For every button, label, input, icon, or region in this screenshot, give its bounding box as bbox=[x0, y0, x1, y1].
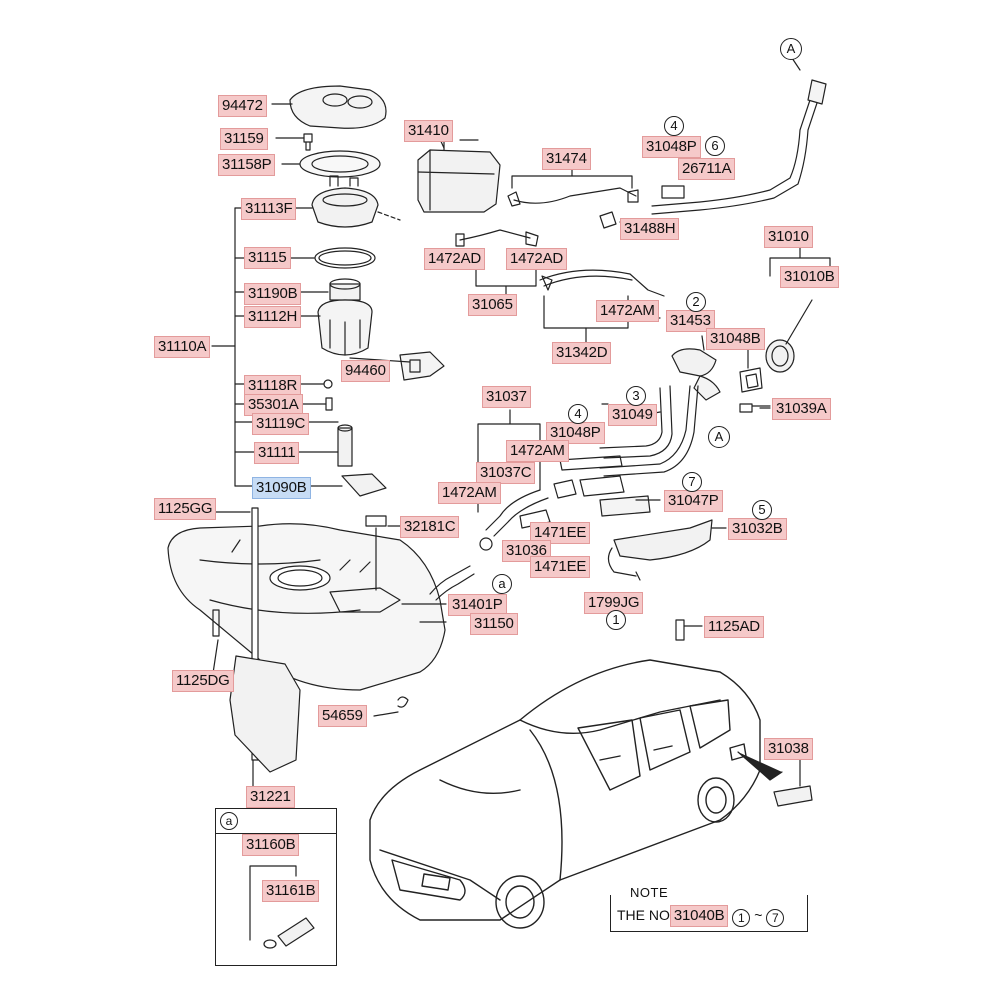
part-label-1125ad[interactable]: 1125AD bbox=[704, 616, 764, 638]
part-label-31048b[interactable]: 31048B bbox=[706, 328, 765, 350]
inset-tag-circle: a bbox=[220, 812, 238, 830]
note-title: NOTE bbox=[626, 885, 673, 900]
part-label-31090b[interactable]: 31090B bbox=[252, 477, 311, 499]
note-range-separator: ~ bbox=[754, 907, 763, 923]
callout-circle-a-top: A bbox=[780, 38, 802, 60]
part-label-31113f[interactable]: 31113F bbox=[241, 198, 297, 220]
callout-circle-7: 7 bbox=[682, 472, 702, 492]
part-label-1472am-low[interactable]: 1472AM bbox=[438, 482, 501, 504]
note-circle-start: 1 bbox=[732, 909, 751, 927]
part-label-1472am-mid[interactable]: 1472AM bbox=[506, 440, 569, 462]
part-label-94460[interactable]: 94460 bbox=[341, 360, 390, 382]
inset-header-divider bbox=[216, 833, 336, 834]
part-label-31159[interactable]: 31159 bbox=[220, 128, 268, 150]
part-label-31221[interactable]: 31221 bbox=[246, 786, 295, 808]
part-label-1471ee-top[interactable]: 1471EE bbox=[530, 522, 591, 544]
part-label-1472am-top[interactable]: 1472AM bbox=[596, 300, 659, 322]
part-label-31112h[interactable]: 31112H bbox=[244, 306, 302, 328]
callout-circle-a-mid: A bbox=[708, 426, 730, 448]
part-label-31049[interactable]: 31049 bbox=[608, 404, 657, 426]
part-label-1799jg[interactable]: 1799JG bbox=[584, 592, 644, 614]
callout-circle-3: 3 bbox=[626, 386, 646, 406]
part-label-1125gg[interactable]: 1125GG bbox=[154, 498, 217, 520]
heat-shield-shape bbox=[229, 655, 301, 773]
part-label-31048p-top[interactable]: 31048P bbox=[642, 136, 701, 158]
part-label-31047p[interactable]: 31047P bbox=[664, 490, 723, 512]
part-label-31032b[interactable]: 31032B bbox=[728, 518, 787, 540]
callout-circle-2: 2 bbox=[686, 292, 706, 312]
part-label-31037[interactable]: 31037 bbox=[482, 386, 531, 408]
part-label-31039a[interactable]: 31039A bbox=[772, 398, 831, 420]
part-label-31488h[interactable]: 31488H bbox=[620, 218, 680, 240]
part-label-31110a[interactable]: 31110A bbox=[154, 336, 211, 358]
part-label-1125dg[interactable]: 1125DG bbox=[172, 670, 234, 692]
part-label-31342d[interactable]: 31342D bbox=[552, 342, 612, 364]
canister-shape bbox=[417, 149, 501, 213]
part-label-31119c[interactable]: 31119C bbox=[252, 413, 310, 435]
callout-circle-6: 6 bbox=[705, 136, 725, 156]
part-label-31111[interactable]: 31111 bbox=[254, 442, 300, 464]
part-label-31161b[interactable]: 31161B bbox=[262, 880, 320, 902]
part-label-1472ad-left[interactable]: 1472AD bbox=[424, 248, 486, 270]
callout-circle-4-mid: 4 bbox=[568, 404, 588, 424]
part-label-94472[interactable]: 94472 bbox=[218, 95, 267, 117]
part-label-32181c[interactable]: 32181C bbox=[400, 516, 460, 538]
inset-detail-box: a bbox=[215, 808, 337, 966]
part-label-31401p[interactable]: 31401P bbox=[448, 594, 507, 616]
part-label-31010b[interactable]: 31010B bbox=[780, 266, 839, 288]
part-label-31150[interactable]: 31150 bbox=[470, 613, 518, 635]
callout-circle-4-top: 4 bbox=[664, 116, 684, 136]
note-text-prefix: THE NO bbox=[617, 907, 670, 923]
cover-plate-shape bbox=[289, 85, 387, 129]
part-label-1471ee-low[interactable]: 1471EE bbox=[530, 556, 591, 578]
note-part-label-31040b[interactable]: 31040B bbox=[669, 905, 729, 927]
part-label-54659[interactable]: 54659 bbox=[318, 705, 367, 727]
callout-circle-1: 1 bbox=[606, 610, 626, 630]
callout-circle-5: 5 bbox=[752, 500, 772, 520]
part-label-1472ad-right[interactable]: 1472AD bbox=[506, 248, 568, 270]
part-label-31158p[interactable]: 31158P bbox=[218, 154, 276, 176]
note-circle-end: 7 bbox=[766, 909, 785, 927]
part-label-35301a[interactable]: 35301A bbox=[244, 394, 303, 416]
car-outline bbox=[369, 659, 761, 929]
part-label-31474[interactable]: 31474 bbox=[542, 148, 591, 170]
fuel-tank-shape bbox=[167, 523, 446, 691]
part-label-31190b[interactable]: 31190B bbox=[244, 283, 302, 305]
part-label-31160b[interactable]: 31160B bbox=[242, 834, 300, 856]
part-label-31038[interactable]: 31038 bbox=[764, 738, 813, 760]
part-label-31410[interactable]: 31410 bbox=[404, 120, 453, 142]
part-label-31010[interactable]: 31010 bbox=[764, 226, 813, 248]
callout-circle-a-small: a bbox=[492, 574, 512, 594]
part-label-31065[interactable]: 31065 bbox=[468, 294, 517, 316]
part-label-26711a[interactable]: 26711A bbox=[678, 158, 736, 180]
note-box bbox=[610, 895, 808, 932]
part-label-31115[interactable]: 31115 bbox=[244, 247, 291, 269]
part-label-31037c[interactable]: 31037C bbox=[476, 462, 536, 484]
part-label-31453[interactable]: 31453 bbox=[666, 310, 715, 332]
